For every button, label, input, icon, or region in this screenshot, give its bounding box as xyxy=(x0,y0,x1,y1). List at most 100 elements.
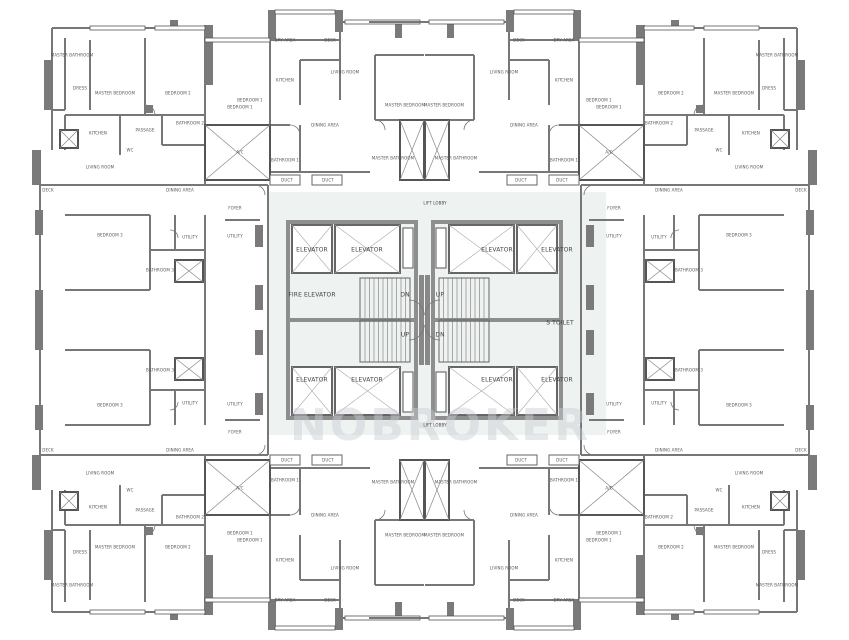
room-label: UTILITY xyxy=(182,234,198,240)
room-label: DRESS xyxy=(73,549,87,555)
core-label: S TOILET xyxy=(546,319,574,327)
core-label: LIFT LOBBY xyxy=(423,200,447,206)
room-label: BATHROOM 2 xyxy=(645,120,673,126)
room-label: LIVING ROOM xyxy=(489,69,519,75)
room-label: DECK xyxy=(324,597,336,603)
room-label: MASTER BEDROOM xyxy=(423,102,465,108)
elevator-cross xyxy=(291,224,333,274)
room-label: DECK xyxy=(513,37,525,43)
duct-box xyxy=(269,174,301,186)
column xyxy=(170,20,178,28)
room-label: WC xyxy=(126,487,134,493)
core-label: DN xyxy=(435,331,445,339)
room-label: FOYER xyxy=(228,205,242,211)
room-label: MASTER BEDROOM xyxy=(384,532,426,538)
window xyxy=(89,25,146,31)
core-label: DN xyxy=(400,291,410,299)
room-label: UTILITY xyxy=(227,233,243,239)
core-label: ELEVATOR xyxy=(351,246,383,254)
core-label: ELEVATOR xyxy=(481,246,513,254)
core-label: LIFT LOBBY xyxy=(423,422,447,428)
lobby-door-swing xyxy=(408,299,425,316)
room-label: DUCT xyxy=(322,457,334,463)
room-label: MASTER BEDROOM xyxy=(384,102,426,108)
room-label: BEDROOM 1 xyxy=(596,104,622,110)
quadrant-walls xyxy=(32,9,480,322)
room-label: KITCHEN xyxy=(88,504,108,510)
room-label: BEDROOM 1 xyxy=(586,97,612,103)
room-label: UTILITY xyxy=(227,401,243,407)
room-label: DECK xyxy=(42,187,54,193)
room-label: LIVING ROOM xyxy=(330,69,360,75)
room-label: MASTER BATHROOM xyxy=(755,582,799,588)
elevator-cross xyxy=(334,224,401,274)
room-label: DINING AREA xyxy=(311,122,339,128)
room-label: UTILITY xyxy=(651,234,667,240)
duct-box xyxy=(311,174,343,186)
room-label: DRESS xyxy=(73,85,87,91)
room-label: MASTER BATHROOM xyxy=(434,479,478,485)
room-label: LIVING ROOM xyxy=(85,164,115,170)
room-label: DINING AREA xyxy=(166,447,194,453)
room-label: BEDROOM 1 xyxy=(227,104,253,110)
room-label: MASTER BEDROOM xyxy=(713,90,755,96)
room-label: MASTER BATHROOM xyxy=(50,582,94,588)
room-label: DINING AREA xyxy=(655,447,683,453)
door-swing xyxy=(144,104,156,116)
room-label: BEDROOM 1 xyxy=(227,530,253,536)
room-label: DECK xyxy=(42,447,54,453)
door-swing xyxy=(289,124,301,136)
room-label: BEDROOM 2 xyxy=(165,544,191,550)
room-label: KITCHEN xyxy=(554,557,574,563)
room-label: DUCT xyxy=(281,457,293,463)
room-label: LIVING ROOM xyxy=(85,470,115,476)
core-label: ELEVATOR xyxy=(481,376,513,384)
room-label: PASSAGE xyxy=(694,507,714,513)
room-label: DINING AREA xyxy=(510,512,538,518)
room-label: KITCHEN xyxy=(275,77,295,83)
room-label: BATHROOM 3 xyxy=(146,267,174,273)
door-swing xyxy=(254,184,266,196)
room-label: KITCHEN xyxy=(741,504,761,510)
room-label: DRESS xyxy=(762,549,776,555)
room-label: DUCT xyxy=(515,177,527,183)
column xyxy=(205,25,213,85)
room-label: MASTER BATHROOM xyxy=(371,479,415,485)
room-label: DECK xyxy=(795,447,807,453)
room-label: BATHROOM 3 xyxy=(146,367,174,373)
room-label: PASSAGE xyxy=(135,127,155,133)
room-label: BEDROOM 2 xyxy=(658,544,684,550)
room-label: DECK xyxy=(795,187,807,193)
room-label: BEDROOM 1 xyxy=(586,537,612,543)
room-label: DUCT xyxy=(281,177,293,183)
room-label: KITCHEN xyxy=(88,130,108,136)
room-label: BEDROOM 2 xyxy=(165,90,191,96)
room-label: BATHROOM 3 xyxy=(675,367,703,373)
room-label: BEDROOM 1 xyxy=(237,97,263,103)
door-swing xyxy=(169,229,179,239)
shaft-small xyxy=(402,227,414,269)
room-label: MASTER BEDROOM xyxy=(713,544,755,550)
room-label: PASSAGE xyxy=(694,127,714,133)
duct-shaft-cross xyxy=(59,129,79,149)
room-label: A/C xyxy=(605,149,613,155)
room-label: A/C xyxy=(236,149,244,155)
door-swing xyxy=(374,119,386,131)
room-label: BEDROOM 2 xyxy=(658,90,684,96)
room-label: MASTER BATHROOM xyxy=(371,155,415,161)
room-label: MASTER BEDROOM xyxy=(94,90,136,96)
duct-shaft-cross xyxy=(174,259,204,283)
room-label: DUCT xyxy=(322,177,334,183)
room-label: BEDROOM 3 xyxy=(726,402,752,408)
column xyxy=(44,60,51,110)
room-label: A/C xyxy=(236,485,244,491)
ahu-shaft-cross xyxy=(399,119,425,181)
window xyxy=(154,25,206,31)
room-label: DINING AREA xyxy=(166,187,194,193)
column xyxy=(395,20,402,38)
room-label: UTILITY xyxy=(182,400,198,406)
lobby-divider xyxy=(419,275,424,320)
core-label: FIRE ELEVATOR xyxy=(288,291,336,299)
window xyxy=(204,37,271,43)
